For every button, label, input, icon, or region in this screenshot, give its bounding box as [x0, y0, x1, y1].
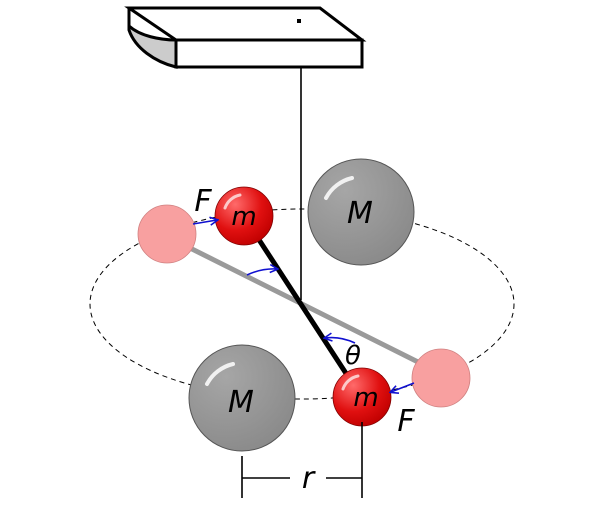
small-mass-ghost-bottom [411, 348, 471, 408]
force-arrow-bottom [391, 382, 415, 392]
ceiling-support-icon [124, 6, 367, 69]
deflected-rod [249, 227, 352, 380]
force-label-bottom: F [397, 404, 415, 439]
large-mass-bottom-label: M [228, 385, 254, 420]
distance-marker [241, 422, 363, 498]
dashed-ellipse-orbit [89, 208, 515, 400]
large-mass-top-label: M [347, 196, 373, 231]
angle-label: θ [345, 341, 361, 371]
small-mass-top-label: m [231, 202, 256, 232]
force-label-top: F [194, 184, 212, 219]
distance-label: r [302, 461, 316, 496]
small-mass-bottom-label: m [353, 383, 378, 413]
large-mass-bottom [188, 344, 296, 452]
small-mass-top [214, 186, 274, 246]
small-mass-ghost-top [137, 204, 197, 264]
angle-arc-arrow-bottom [325, 338, 356, 344]
force-arrow-top [192, 220, 217, 224]
large-mass-top [307, 158, 415, 266]
angle-arc-arrow-top [246, 269, 277, 276]
